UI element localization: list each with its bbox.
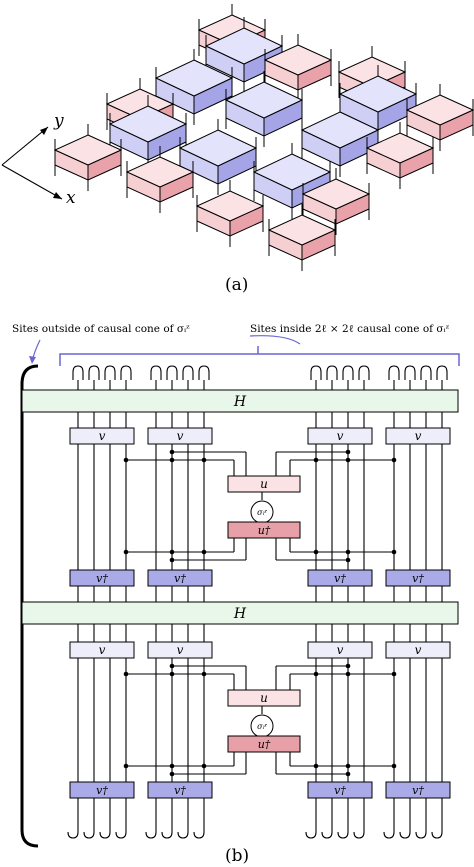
v-tensor xyxy=(385,641,451,659)
red-box xyxy=(405,84,474,151)
panel-b-label: (b) xyxy=(225,846,249,866)
panel-a-lattice xyxy=(53,4,474,271)
vdag-label: v† xyxy=(334,572,346,585)
panel-a-label: (a) xyxy=(225,275,248,295)
udag-label: u† xyxy=(258,524,271,537)
v-tensor xyxy=(385,427,451,445)
u-tensor xyxy=(227,475,301,493)
udag-tensor xyxy=(227,735,301,753)
vdag-tensor xyxy=(147,569,213,587)
vdag-tensor xyxy=(385,781,451,799)
note-outside: Sites outside of causal cone of σᵢᶻ xyxy=(12,323,190,335)
v-label: v xyxy=(177,643,184,657)
blue-box xyxy=(154,49,234,125)
red-box xyxy=(195,180,265,247)
v-label: v xyxy=(99,429,106,443)
udag-label: u† xyxy=(258,738,271,751)
v-tensor xyxy=(69,427,135,445)
blue-box xyxy=(204,17,284,93)
blue-box xyxy=(224,71,304,147)
vdag-tensor xyxy=(307,569,373,587)
vdag-label: v† xyxy=(174,572,186,585)
vdag-label: v† xyxy=(96,784,108,797)
v-label: v xyxy=(415,643,422,657)
blue-box xyxy=(108,95,188,171)
red-box xyxy=(263,34,333,101)
sigma-label: σᵢᶻ xyxy=(257,508,267,517)
vdag-label: v† xyxy=(96,572,108,585)
causal-cone-notes: Sites outside of causal cone of σᵢᶻ Site… xyxy=(12,323,450,335)
u-label: u xyxy=(260,477,268,491)
v-label: v xyxy=(337,429,344,443)
blue-box xyxy=(300,101,380,177)
H-label: H xyxy=(233,606,247,622)
vdag-label: v† xyxy=(412,572,424,585)
H-operator xyxy=(21,601,459,625)
v-label: v xyxy=(415,429,422,443)
red-box xyxy=(365,122,435,189)
vdag-tensor xyxy=(147,781,213,799)
cone-brace xyxy=(59,346,460,366)
red-box xyxy=(53,124,123,191)
axis-x-label: x xyxy=(66,188,76,208)
vdag-label: v† xyxy=(174,784,186,797)
H-operator xyxy=(21,389,459,413)
vdag-tensor xyxy=(69,569,135,587)
note-inside: Sites inside 2ℓ × 2ℓ causal cone of σᵢᶻ xyxy=(250,323,450,335)
v-tensor xyxy=(307,427,373,445)
vdag-label: v† xyxy=(334,784,346,797)
v-tensor xyxy=(307,641,373,659)
axes: y x xyxy=(1,111,76,208)
axis-y-label: y xyxy=(53,111,64,131)
v-tensor xyxy=(147,641,213,659)
red-box xyxy=(301,168,371,235)
v-label: v xyxy=(99,643,106,657)
u-label: u xyxy=(260,691,268,705)
H-label: H xyxy=(233,394,247,410)
vdag-label: v† xyxy=(412,784,424,797)
udag-tensor xyxy=(227,521,301,539)
v-tensor xyxy=(69,641,135,659)
sigma-label: σᵢᶻ xyxy=(257,722,267,731)
vdag-tensor xyxy=(69,781,135,799)
blue-box xyxy=(178,119,258,195)
red-box xyxy=(125,146,195,213)
u-tensor xyxy=(227,689,301,707)
red-box xyxy=(267,204,337,271)
vdag-tensor xyxy=(385,569,451,587)
v-label: v xyxy=(337,643,344,657)
vdag-tensor xyxy=(307,781,373,799)
v-label: v xyxy=(177,429,184,443)
panel-b-circuit: Hv v† v v† v v† v v† u σᵢᶻ u† Hv v† v v† v v† v v† u σᵢᶻ u† xyxy=(20,335,460,848)
v-tensor xyxy=(147,427,213,445)
